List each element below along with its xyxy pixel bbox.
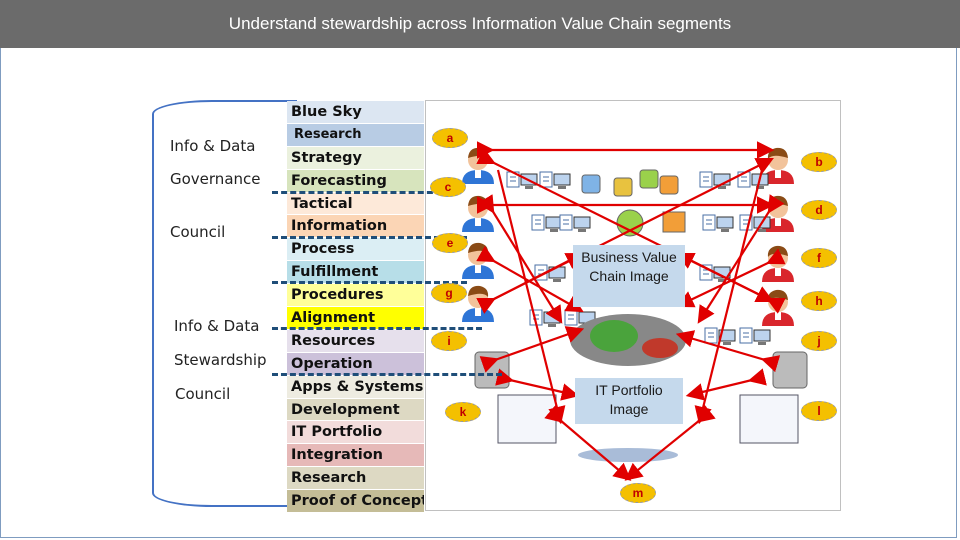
computer-icon — [753, 329, 771, 345]
relationship-arrow — [479, 326, 585, 373]
governance-label-line1: Info & Data — [170, 137, 256, 155]
stewardship-label-line2: Stewardship — [174, 351, 267, 369]
it-portfolio-box: IT Portfolio Image — [575, 378, 683, 424]
governance-label-line2: Governance — [170, 170, 261, 188]
document-icon — [531, 214, 545, 231]
business-icon — [613, 177, 633, 197]
title-bar: Understand stewardship across Informatio… — [0, 0, 960, 48]
badge-m: m — [620, 483, 656, 503]
segment-proof-of-concept: Proof of Concept — [287, 490, 424, 514]
segment-divider — [272, 327, 482, 330]
computer-icon — [716, 216, 734, 232]
segment-divider — [272, 191, 442, 194]
business-value-chain-box: Business Value Chain Image — [573, 245, 685, 307]
pie-chart-icon — [616, 209, 644, 237]
segment-divider — [272, 236, 467, 239]
app-tiles-icon — [772, 351, 808, 389]
badge-h: h — [801, 291, 837, 311]
segment-divider — [272, 373, 502, 376]
relationship-arrow — [694, 169, 764, 425]
relationship-arrow — [675, 330, 781, 373]
segment-development: Development — [287, 398, 424, 422]
segment-apps-systems: Apps & Systems — [287, 375, 424, 399]
business-icon — [581, 174, 601, 194]
relationship-arrow — [676, 253, 786, 314]
relationship-arrow — [685, 368, 767, 401]
screen-icon — [739, 394, 799, 444]
relationship-arrow — [624, 404, 716, 481]
council-bracket — [152, 100, 297, 507]
badge-a: a — [432, 128, 468, 148]
segment-it-portfolio: IT Portfolio — [287, 421, 424, 445]
segment-tactical: Tactical — [287, 192, 424, 216]
document-icon — [559, 214, 573, 231]
process-node-icon — [642, 338, 678, 358]
computer-icon — [573, 216, 591, 232]
segment-research: Research — [287, 123, 424, 147]
segment-alignment: Alignment — [287, 307, 424, 330]
document-icon — [739, 327, 753, 344]
business-icon — [659, 175, 679, 195]
badge-d: d — [801, 200, 837, 220]
stewardship-label-line1: Info & Data — [174, 317, 260, 335]
badge-j: j — [801, 331, 837, 351]
segment-operation: Operation — [287, 352, 424, 376]
segment-research: Research — [287, 467, 424, 491]
content-frame — [0, 48, 957, 538]
badge-e: e — [432, 233, 468, 253]
process-node-icon — [590, 320, 638, 352]
document-icon — [704, 327, 718, 344]
relationship-arrow — [544, 404, 632, 481]
badge-c: c — [430, 177, 466, 197]
screen-icon — [497, 394, 557, 444]
badge-l: l — [801, 401, 837, 421]
badge-b: b — [801, 152, 837, 172]
governance-label-line3: Council — [170, 223, 226, 241]
bar-chart-icon — [662, 211, 686, 233]
badge-g: g — [431, 283, 467, 303]
document-icon — [539, 171, 553, 188]
segment-fulfillment: Fulfillment — [287, 261, 424, 285]
document-icon — [564, 309, 578, 326]
page-title: Understand stewardship across Informatio… — [228, 14, 732, 33]
segment-procedures: Procedures — [287, 284, 424, 308]
badge-k: k — [445, 402, 481, 422]
segment-resources: Resources — [287, 329, 424, 353]
computer-icon — [553, 173, 571, 189]
document-icon — [699, 171, 713, 188]
badge-f: f — [801, 248, 837, 268]
steward-left-1 — [462, 147, 494, 184]
stewardship-label-line3: Council — [175, 385, 231, 403]
segment-information: Information — [287, 215, 424, 239]
segment-blue-sky: Blue Sky — [287, 101, 424, 124]
badge-i: i — [431, 331, 467, 351]
steward-right-4 — [762, 289, 794, 326]
relationship-arrow — [495, 368, 580, 401]
steward-left-3 — [462, 242, 494, 279]
document-icon — [702, 214, 716, 231]
steward-left-2 — [462, 195, 494, 232]
relationship-arrow — [476, 252, 584, 314]
business-icon — [639, 169, 659, 189]
segment-strategy: Strategy — [287, 146, 424, 170]
segment-process: Process — [287, 238, 424, 262]
segment-integration: Integration — [287, 444, 424, 468]
segment-divider — [272, 281, 467, 284]
